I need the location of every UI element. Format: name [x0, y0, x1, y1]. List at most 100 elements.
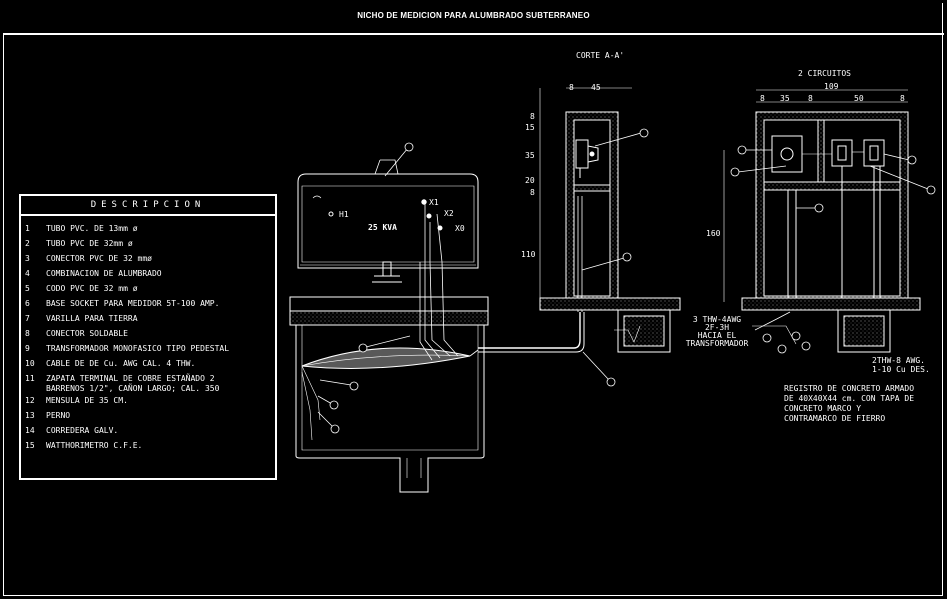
circuits-title: 2 CIRCUITOS [798, 69, 851, 78]
legend-item-number: 4 [25, 269, 30, 278]
legend-item: 15 WATTHORIMETRO C.F.E. [25, 441, 275, 456]
callouts [317, 142, 616, 434]
section-dim-top-b: 45 [591, 83, 601, 92]
section-dim-side-c: 35 [525, 151, 535, 160]
transformer-assembly [289, 159, 585, 493]
drawing-frame-bottom [3, 595, 943, 596]
callout-bubble [329, 400, 339, 410]
legend-item: 4 COMBINACION DE ALUMBRADO [25, 269, 275, 284]
drawing-frame-right [942, 3, 943, 596]
legend-item-text: TUBO PVC. DE 13mm ø [46, 224, 138, 233]
legend-item-number: 6 [25, 299, 30, 308]
legend-item-text: CONECTOR SOLDABLE [46, 329, 128, 338]
description-list: 1 TUBO PVC. DE 13mm ø 2 TUBO PVC DE 32mm ø… [25, 224, 275, 456]
legend-item-text: PERNO [46, 411, 71, 420]
legend-item-text: COMBINACION DE ALUMBRADO [46, 269, 162, 278]
circuits-dim-total: 109 [824, 82, 839, 91]
legend-item-number: 13 [25, 411, 35, 420]
legend-item: 11 ZAPATA TERMINAL DE COBRE ESTAÑADO 2 BA… [25, 374, 275, 396]
circuits-dim-c: 8 [808, 94, 813, 103]
terminal-x0-label: X0 [455, 224, 465, 233]
kva-rating: 25 KVA [368, 223, 397, 232]
legend-item: 10 CABLE DE DE Cu. AWG CAL. 4 THW. [25, 359, 275, 374]
legend-item: 6 BASE SOCKET PARA MEDIDOR 5T-100 AMP. [25, 299, 275, 314]
transformer-body [297, 173, 479, 269]
callout-bubble [762, 333, 772, 343]
legend-item-text: VARILLA PARA TIERRA [46, 314, 138, 323]
ground-note: 2THW-8 AWG. 1-10 Cu DES. [872, 356, 930, 374]
legend-item-text: WATTHORIMETRO C.F.E. [46, 441, 143, 450]
callout-bubble [639, 128, 649, 138]
legend-item-number: 2 [25, 239, 30, 248]
section-view [539, 87, 681, 353]
legend-item: 7 VARILLA PARA TIERRA [25, 314, 275, 329]
pedestal-latch [382, 261, 392, 277]
legend-item: 3 CONECTOR PVC DE 32 mmø [25, 254, 275, 269]
drawing-frame-top [3, 33, 944, 596]
callout-bubble [606, 377, 616, 387]
callout-bubble [622, 252, 632, 262]
legend-item: 14 CORREDERA GALV. [25, 426, 275, 441]
circuits-dim-e: 8 [900, 94, 905, 103]
register-note: REGISTRO DE CONCRETO ARMADO DE 40X40X44 … [784, 384, 915, 423]
callout-bubble [330, 424, 340, 434]
callout-bubble [791, 331, 801, 341]
callout-bubble [801, 341, 811, 351]
legend-item-text: BASE SOCKET PARA MEDIDOR 5T-100 AMP. [46, 299, 220, 308]
cable-note: 3 THW-4AWG 2F-3H HACIA EL TRANSFORMADOR [685, 315, 749, 348]
legend-item-text: CODO PVC DE 32 mm ø [46, 284, 138, 293]
callout-bubble [730, 167, 740, 177]
legend-item-text: ZAPATA TERMINAL DE COBRE ESTAÑADO 2 BARR… [46, 374, 220, 393]
section-dim-top-a: 8 [569, 83, 574, 92]
callout-bubble [777, 344, 787, 354]
callout-bubble [814, 203, 824, 213]
callout-bubble [404, 142, 414, 152]
terminal-x2-label: X2 [444, 209, 454, 218]
legend-item-number: 11 [25, 374, 35, 383]
legend-item-number: 14 [25, 426, 35, 435]
legend-item: 8 CONECTOR SOLDABLE [25, 329, 275, 344]
legend-item: 1 TUBO PVC. DE 13mm ø [25, 224, 275, 239]
duct-to-meter [478, 312, 581, 349]
section-title: CORTE A-A' [576, 51, 624, 60]
callout-bubble [907, 155, 917, 165]
legend-item-number: 7 [25, 314, 30, 323]
description-legend: DESCRIPCION 1 TUBO PVC. DE 13mm ø 2 TUBO P… [19, 194, 277, 480]
legend-item-text: CONECTOR PVC DE 32 mmø [46, 254, 152, 263]
concrete-pad [289, 296, 489, 312]
callout-bubble [926, 185, 936, 195]
legend-item-number: 15 [25, 441, 35, 450]
legend-item-number: 10 [25, 359, 35, 368]
legend-item: 12 MENSULA DE 35 CM. [25, 396, 275, 411]
lifting-lug [374, 159, 399, 175]
legend-item-number: 1 [25, 224, 30, 233]
section-dim-side-d: 20 [525, 176, 535, 185]
legend-item-text: MENSULA DE 35 CM. [46, 396, 128, 405]
legend-item-text: TUBO PVC DE 32mm ø [46, 239, 133, 248]
callout-bubble [737, 145, 747, 155]
vault [295, 325, 485, 493]
legend-item-text: CORREDERA GALV. [46, 426, 119, 435]
legend-item-number: 9 [25, 344, 30, 353]
description-header: DESCRIPCION [21, 196, 275, 216]
circuits-dim-height: 160 [706, 229, 721, 238]
drawing-title: NICHO DE MEDICION PARA ALUMBRADO SUBTERR… [357, 11, 590, 20]
legend-item: 13 PERNO [25, 411, 275, 426]
legend-item-number: 12 [25, 396, 35, 405]
meter-socket [575, 139, 589, 169]
section-dim-side-b: 15 [525, 123, 535, 132]
circuits-view [723, 89, 921, 353]
legend-item-text: CABLE DE DE Cu. AWG CAL. 4 THW. [46, 359, 196, 368]
legend-item: 2 TUBO PVC DE 32mm ø [25, 239, 275, 254]
circuits-dim-a: 8 [760, 94, 765, 103]
section-dim-side-a: 8 [530, 112, 535, 121]
drawing-frame-left [3, 33, 4, 596]
legend-item-number: 8 [25, 329, 30, 338]
section-dim-side-f: 110 [521, 250, 536, 259]
terminal-h1-label: H1 [339, 210, 349, 219]
legend-item-number: 3 [25, 254, 30, 263]
circuits-dim-b: 35 [780, 94, 790, 103]
